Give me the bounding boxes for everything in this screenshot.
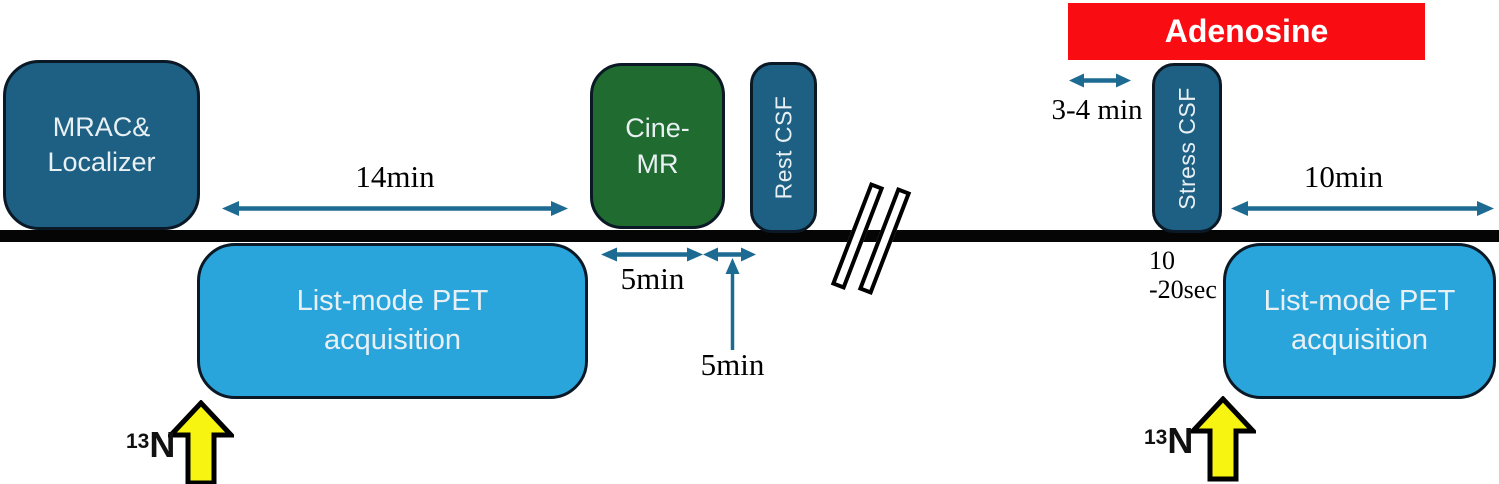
n13-injection-arrow-left: [165, 399, 237, 484]
cine-mr-label: Cine- MR: [625, 112, 690, 179]
n13-injection-arrow-right: [1187, 395, 1259, 484]
cine-mr-box: Cine- MR: [590, 63, 725, 229]
duration-label-5min-cine: 5min: [620, 261, 685, 296]
up-block-arrow-icon: [1187, 395, 1259, 482]
pointer-arrow-5min-gap: [724, 258, 741, 357]
adenosine-label: Adenosine: [1164, 13, 1329, 49]
mrac-localizer-box: MRAC& Localizer: [3, 60, 200, 230]
duration-arrow-10min: [1231, 200, 1494, 222]
double-arrow-icon: [703, 247, 756, 262]
duration-label-5min-gap: 5min: [700, 347, 765, 382]
duration-label-10min: 10min: [1303, 159, 1384, 194]
double-arrow-icon: [601, 247, 703, 262]
duration-arrow-14min: [222, 200, 568, 222]
pet-acquisition-rest-box: List-mode PET acquisition: [197, 243, 588, 399]
duration-label-3-4min: 3-4 min: [1051, 94, 1143, 126]
double-arrow-icon: [1231, 201, 1494, 216]
up-arrow-icon: [725, 258, 740, 350]
up-block-arrow-icon: [165, 399, 237, 484]
pet-acquisition-stress-label: List-mode PET acquisition: [1263, 284, 1456, 356]
duration-arrow-5min-cine: [601, 246, 703, 268]
tracer-label-right: 13N: [1144, 420, 1194, 461]
duration-label-14min: 14min: [355, 159, 435, 194]
injection-timing-label: 10 -20sec: [1149, 246, 1217, 305]
pet-acquisition-rest-label: List-mode PET acquisition: [296, 284, 489, 356]
duration-arrow-5min-gap: [703, 246, 756, 268]
duration-arrow-3-4min: [1069, 72, 1131, 94]
double-arrow-icon: [1069, 73, 1131, 88]
double-arrow-icon: [222, 201, 568, 216]
mrac-localizer-label: MRAC& Localizer: [47, 111, 156, 177]
tracer-label-left: 13N: [126, 424, 176, 465]
timeline-axis: [0, 230, 1499, 242]
pet-acquisition-stress-box: List-mode PET acquisition: [1223, 243, 1496, 399]
adenosine-banner: Adenosine: [1068, 3, 1425, 60]
rest-csf-label: Rest CSF: [770, 95, 796, 200]
stress-csf-box: Stress CSF: [1152, 63, 1222, 233]
stress-csf-label: Stress CSF: [1173, 86, 1200, 210]
rest-csf-box: Rest CSF: [750, 62, 817, 233]
